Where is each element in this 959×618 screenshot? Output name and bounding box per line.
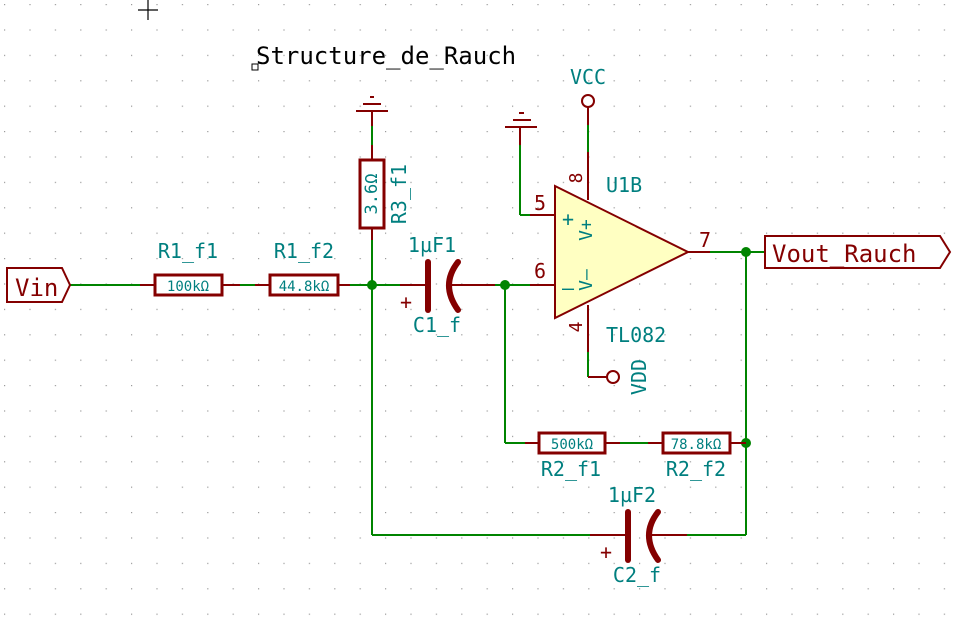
- pin-number: 4: [566, 322, 587, 333]
- junction-dot: [500, 280, 510, 290]
- capacitor-c2-f[interactable]: + 1µF2 C2_f: [590, 483, 687, 587]
- resistor-ref: R1_f2: [274, 239, 334, 263]
- power-vcc[interactable]: VCC: [570, 65, 606, 125]
- resistor-value: 78.8kΩ: [671, 437, 722, 453]
- resistor-value: 44.8kΩ: [279, 279, 330, 295]
- opamp-ref: U1B: [606, 173, 642, 197]
- resistor-value: 3.6Ω: [362, 174, 382, 215]
- power-vcc-label: VCC: [570, 65, 606, 89]
- resistor-r2-f2[interactable]: 78.8kΩ R2_f2: [648, 431, 746, 481]
- opamp-body: [554, 184, 691, 320]
- pin-number: 8: [566, 173, 587, 184]
- pin-number: 6: [534, 259, 546, 283]
- resistor-value: 500kΩ: [551, 437, 593, 453]
- resistor-ref: R1_f1: [158, 239, 218, 263]
- opamp-plus-symbol: +: [562, 207, 574, 231]
- opamp-u1b[interactable]: 5 6 7 8 4 + – V+ V– U1B TL082: [530, 152, 711, 352]
- opamp-minus-symbol: –: [562, 276, 575, 300]
- resistor-ref: R3_f1: [387, 164, 411, 224]
- capacitor-polarity: +: [400, 290, 412, 314]
- capacitor-ref: C2_f: [613, 563, 661, 587]
- output-label-vout[interactable]: Vout_Rauch: [764, 235, 952, 269]
- sheet-title[interactable]: Structure_de_Rauch: [251, 42, 516, 71]
- power-vdd[interactable]: VDD: [588, 359, 651, 395]
- power-vdd-label: VDD: [627, 359, 651, 395]
- power-pin-circle-icon: [606, 370, 620, 384]
- ground-symbol-icon: [356, 96, 388, 126]
- input-label-text: Vin: [15, 274, 58, 302]
- input-label-vin[interactable]: Vin: [6, 267, 72, 303]
- capacitor-c1-f[interactable]: + 1µF1 C1_f: [400, 233, 495, 337]
- resistor-r2-f1[interactable]: 500kΩ R2_f1: [525, 431, 620, 481]
- ground-symbol-icon: [505, 112, 537, 145]
- junction-dot: [367, 280, 377, 290]
- resistor-r1-f1[interactable]: 100kΩ R1_f1: [140, 239, 240, 297]
- pin-number: 7: [699, 228, 711, 252]
- resistor-r3-f1[interactable]: 3.6Ω R3_f1: [358, 145, 411, 240]
- output-label-text: Vout_Rauch: [772, 240, 917, 268]
- capacitor-ref: C1_f: [413, 313, 461, 337]
- capacitor-value: 1µF1: [408, 233, 456, 257]
- sheet-title-text: Structure_de_Rauch: [256, 42, 516, 70]
- capacitor-polarity: +: [600, 540, 612, 564]
- power-pin-circle-icon: [581, 94, 595, 108]
- resistor-ref: R2_f1: [541, 457, 601, 481]
- opamp-vminus-label: V–: [576, 269, 597, 291]
- resistor-value: 100kΩ: [167, 279, 209, 295]
- opamp-vplus-label: V+: [576, 219, 597, 241]
- crosshair-icon: [138, 0, 158, 20]
- pin-number: 5: [534, 191, 546, 215]
- junction-dot: [741, 247, 751, 257]
- resistor-ref: R2_f2: [666, 457, 726, 481]
- opamp-value: TL082: [606, 323, 666, 347]
- resistor-r1-f2[interactable]: 44.8kΩ R1_f2: [255, 239, 350, 297]
- capacitor-value: 1µF2: [608, 483, 656, 507]
